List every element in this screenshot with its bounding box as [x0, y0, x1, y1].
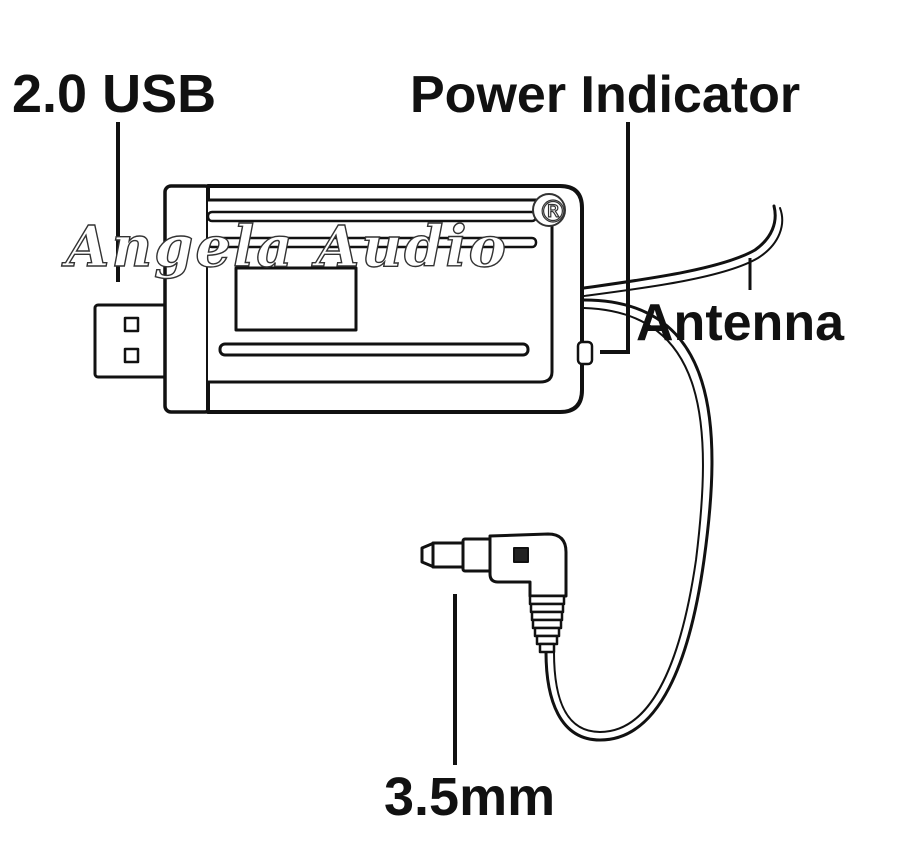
label-jack: 3.5mm — [384, 767, 555, 827]
label-usb: 2.0 USB — [12, 64, 216, 124]
display-window — [234, 266, 358, 332]
top-groove-2 — [206, 236, 538, 249]
jack-sleeve — [431, 541, 467, 569]
usb-plug-hole-bottom — [123, 347, 140, 364]
leader-lines — [116, 122, 752, 765]
usb-dongle — [93, 184, 594, 414]
power-indicator-led — [576, 340, 594, 366]
jack-angled-body — [488, 532, 568, 598]
usb-plug — [93, 303, 173, 379]
bottom-groove — [218, 342, 530, 357]
jack-strain-relief — [528, 594, 566, 654]
audio-cable — [544, 298, 714, 742]
usb-plug-hole-top — [123, 316, 140, 333]
jack-plug — [420, 532, 568, 654]
power-indicator-leader-line — [600, 122, 630, 354]
label-antenna: Antenna — [636, 294, 845, 352]
watermark-text: Angela Audio — [61, 214, 508, 280]
watermark-logo: Angela Audio ® — [60, 193, 569, 281]
watermark-registered-circle — [532, 193, 566, 227]
jack-body-mark — [513, 547, 529, 563]
antenna-wire — [582, 204, 784, 297]
label-power-indicator: Power Indicator — [410, 66, 800, 124]
watermark-registered-mark: ® — [538, 195, 568, 230]
